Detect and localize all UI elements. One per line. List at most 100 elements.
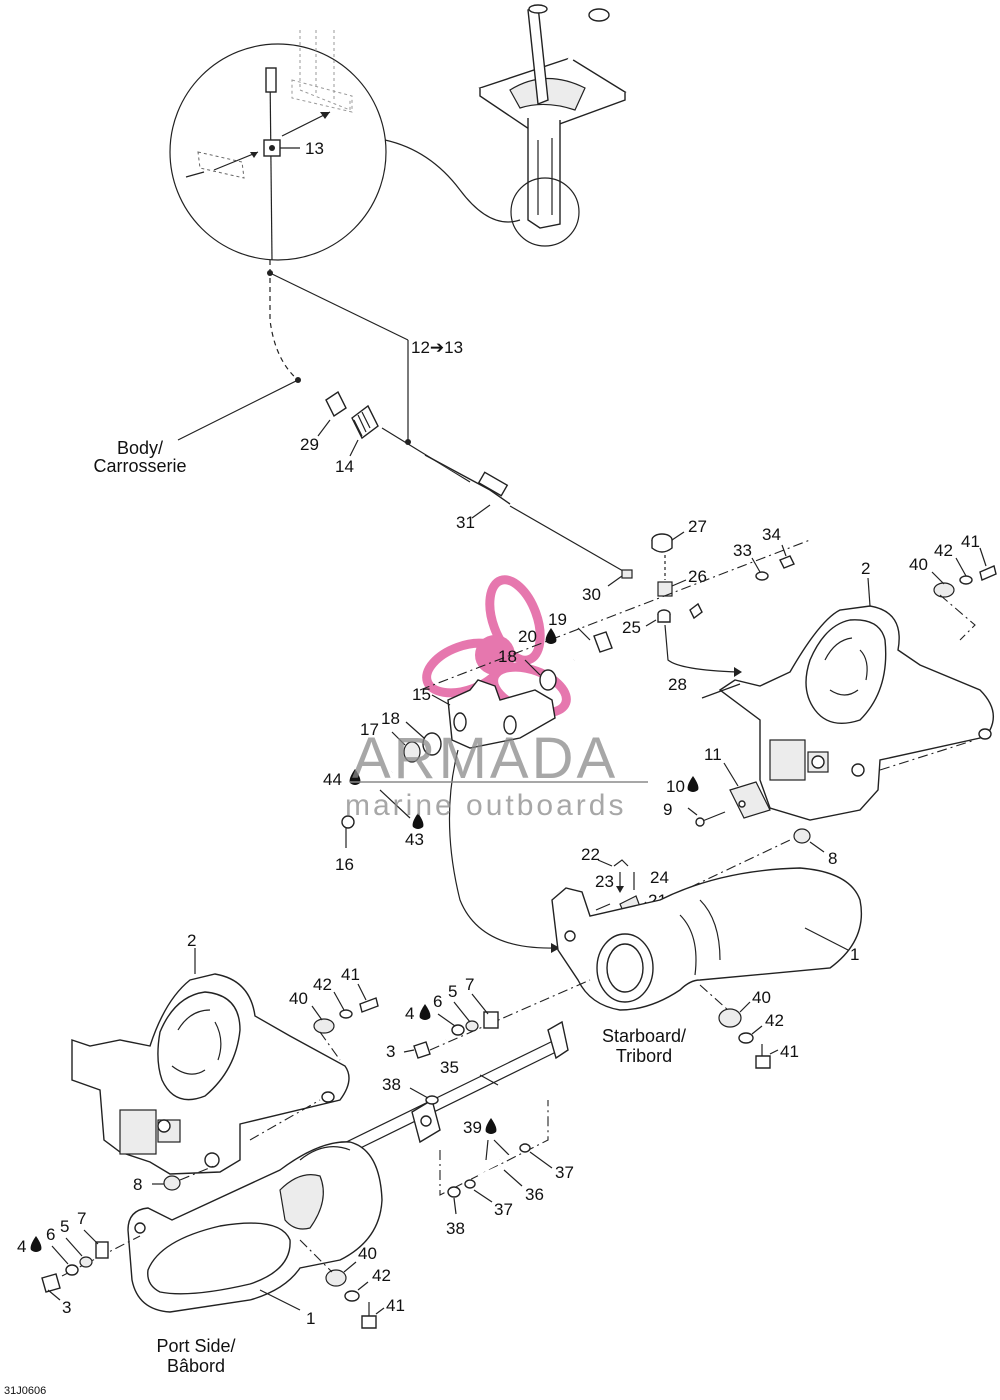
body-label-line1: Body/ (117, 438, 163, 458)
callout-34: 34 (762, 525, 781, 544)
fasteners-left-lower: 40 42 41 (299, 1239, 405, 1329)
callout-35: 35 (440, 1058, 459, 1077)
starboard-label-line1: Starboard/ (602, 1026, 686, 1046)
part-29-bushing: 29 (300, 390, 347, 454)
callout-1-right: 1 (850, 945, 859, 964)
part-11-plate: 11 (704, 745, 771, 819)
callout-7-low: 7 (77, 1209, 86, 1228)
callout-13: 13 (305, 139, 324, 158)
lubricant-drop-icon (485, 1118, 497, 1134)
callout-38-upper: 38 (382, 1075, 401, 1094)
callout-19: 19 (548, 610, 567, 629)
part-9-screw: 9 10 (663, 776, 726, 827)
callout-8-left: 8 (133, 1175, 142, 1194)
shift-cable: 31 (381, 427, 631, 576)
callout-15: 15 (412, 685, 431, 704)
callout-20: 20 (518, 627, 537, 646)
callout-39: 39 (463, 1118, 482, 1137)
part-33-washer: 33 (733, 541, 769, 581)
callout-7-mid: 7 (465, 975, 474, 994)
detail-callout-circle: 13 (169, 30, 387, 261)
callout-41-mid: 41 (780, 1042, 799, 1061)
callout-5-mid: 5 (448, 982, 457, 1001)
fasteners-low-left: 3 4 6 5 7 (17, 1209, 141, 1317)
callout-2-top: 2 (861, 559, 870, 578)
callout-36: 36 (525, 1185, 544, 1204)
callout-3-mid: 3 (386, 1042, 395, 1061)
part-16-pin: 16 44 43 (323, 769, 424, 874)
part-34-nut: 34 (762, 525, 795, 569)
callout-41-top: 41 (961, 532, 980, 551)
callout-4-mid: 4 (405, 1004, 414, 1023)
part-1-left-housing: 1 (127, 1141, 383, 1328)
callout-29: 29 (300, 435, 319, 454)
part-15-lever: 15 (412, 679, 556, 749)
callout-18-lower: 18 (381, 709, 400, 728)
callout-14: 14 (335, 457, 354, 476)
callout-40-left: 40 (289, 989, 308, 1008)
callout-12-13: 12➔13 (411, 338, 463, 357)
starboard-label-line2: Tribord (616, 1046, 672, 1066)
callout-11: 11 (704, 745, 722, 764)
watermark-tagline: marine outboards (345, 789, 626, 822)
callout-37-right: 37 (555, 1163, 574, 1182)
callout-10: 10 (666, 777, 685, 796)
callout-33: 33 (733, 541, 752, 560)
callout-44: 44 (323, 770, 342, 789)
fasteners-39-36-37-38: 39 37 36 37 38 (439, 1100, 574, 1238)
callout-42-low: 42 (372, 1266, 391, 1285)
callout-6-low: 6 (46, 1225, 55, 1244)
callout-28: 28 (668, 675, 687, 694)
port-label-line2: Bâbord (167, 1356, 225, 1376)
callout-1-left: 1 (306, 1309, 315, 1328)
callout-18-upper: 18 (498, 647, 517, 666)
callout-6-mid: 6 (433, 992, 442, 1011)
part-8-bushing-left: 8 (133, 1175, 181, 1194)
callout-9: 9 (663, 800, 672, 819)
callout-27: 27 (688, 517, 707, 536)
part-30-clip: 30 (582, 569, 633, 604)
port-label-line1: Port Side/ (156, 1336, 235, 1356)
callout-25: 25 (622, 618, 641, 637)
callout-8-right: 8 (828, 849, 837, 868)
part-17-18-bushing: 17 18 (360, 709, 442, 763)
callout-17: 17 (360, 720, 379, 739)
callout-38-lower: 38 (446, 1219, 465, 1238)
part-1-right-housing: 1 (551, 867, 863, 1011)
callout-42-left: 42 (313, 975, 332, 994)
callout-37-left: 37 (494, 1200, 513, 1219)
lubricant-drop-icon (30, 1236, 42, 1252)
fasteners-left-upper: 40 42 41 (289, 965, 379, 1061)
lubricant-drop-icon (419, 1004, 431, 1020)
part-14-adapter: 14 (335, 404, 379, 476)
callout-26: 26 (688, 567, 707, 586)
fasteners-mid-left: 3 4 6 5 7 (386, 975, 591, 1061)
lubricant-drop-icon (687, 776, 699, 792)
callout-40-mid: 40 (752, 988, 771, 1007)
callout-16: 16 (335, 855, 354, 874)
callout-40-top: 40 (909, 555, 928, 574)
lubricant-drop-icon (545, 628, 557, 644)
drawing-code: 31J0606 (4, 1385, 46, 1397)
callout-2-left: 2 (187, 931, 196, 950)
part-27-nut: 27 (651, 517, 707, 553)
part-25-spacer: 25 (622, 609, 671, 637)
callout-31: 31 (456, 513, 475, 532)
fasteners-top-right: 40 42 41 (909, 532, 997, 641)
callout-43: 43 (405, 830, 424, 849)
part-28-pin: 28 (668, 675, 741, 699)
part-8-bushing-right: 8 (793, 828, 837, 868)
fasteners-mid-right: 40 42 41 (699, 984, 799, 1069)
callout-41-left: 41 (341, 965, 360, 984)
part-2-left-bracket: 2 (71, 931, 350, 1175)
callout-3-low: 3 (62, 1298, 71, 1317)
callout-40-low: 40 (358, 1244, 377, 1263)
part-26-ball-joint: 26 (657, 555, 707, 597)
callout-30: 30 (582, 585, 601, 604)
callout-5-low: 5 (60, 1217, 69, 1236)
part-35-shaft: 35 38 (329, 1020, 569, 1161)
watermark-brand: ARMADA (352, 726, 618, 791)
callout-22: 22 (581, 845, 600, 864)
part-2-right-bracket: 2 (718, 559, 994, 821)
